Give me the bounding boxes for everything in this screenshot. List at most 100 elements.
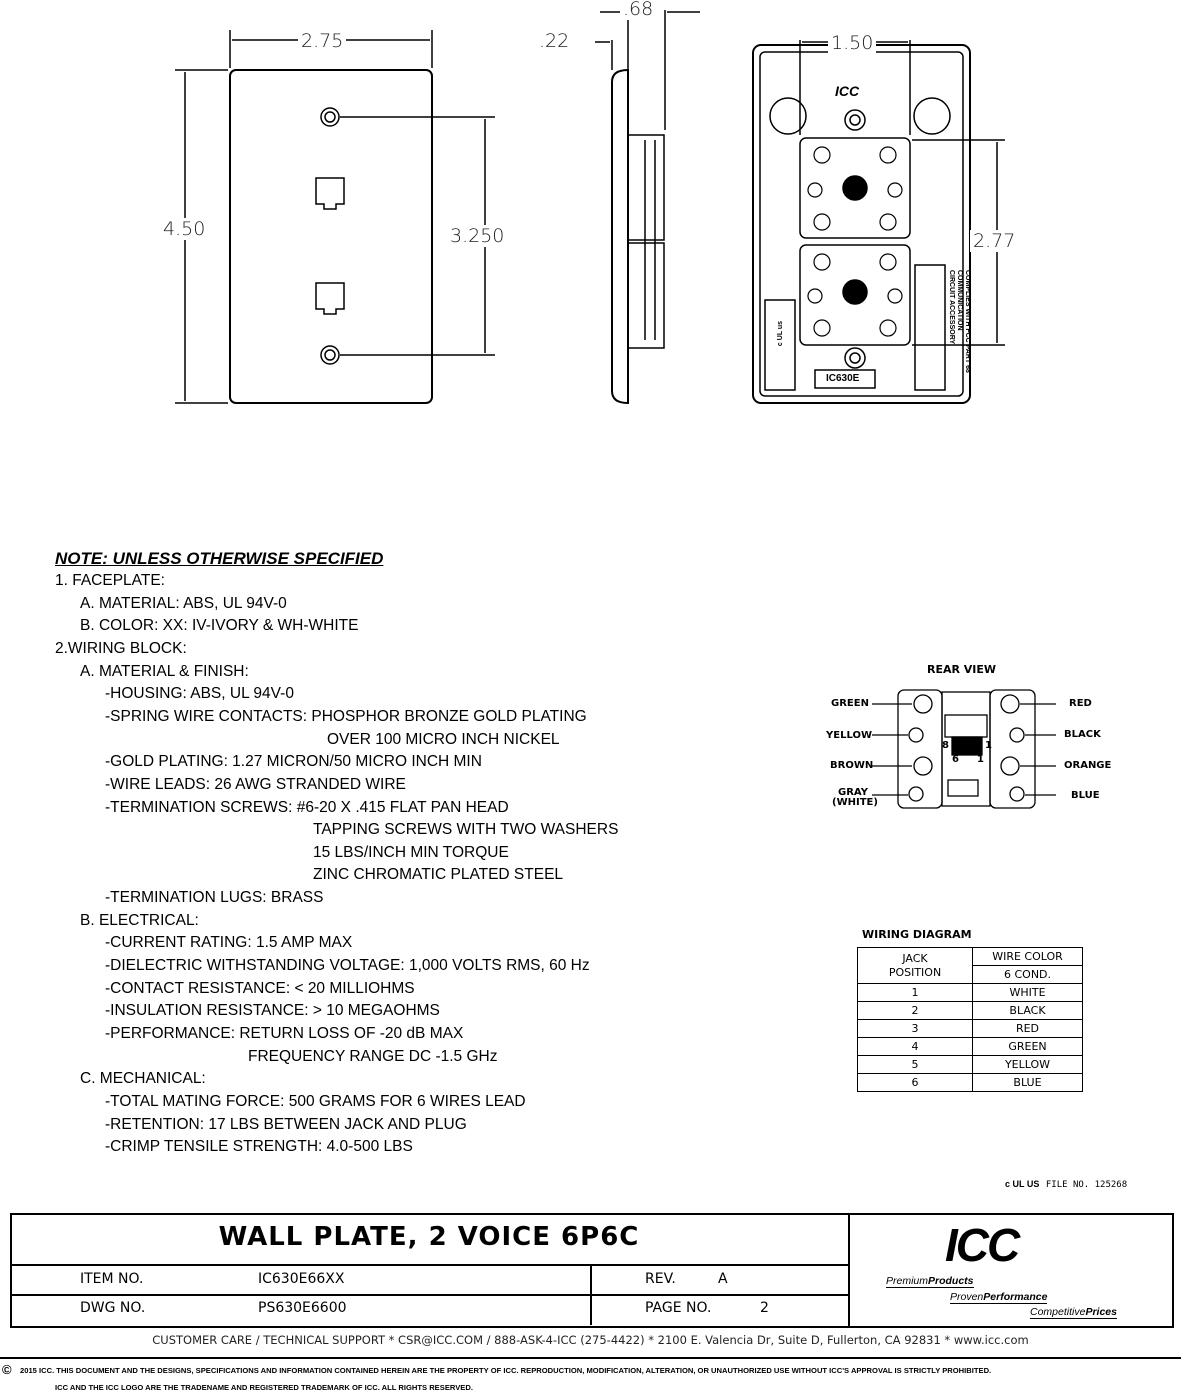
note-line: -SPRING WIRE CONTACTS: PHOSPHOR BRONZE G… bbox=[105, 707, 587, 725]
dim-rear-width: 1.50 bbox=[828, 32, 877, 54]
icc-logo: ICC bbox=[945, 1219, 1020, 1271]
note-line: -CURRENT RATING: 1.5 AMP MAX bbox=[105, 934, 353, 952]
page-no-label: PAGE NO. bbox=[645, 1300, 712, 1316]
note-line: C. MECHANICAL: bbox=[80, 1070, 206, 1088]
wire-color-cell: BLUE bbox=[972, 1073, 1083, 1092]
rev-value: A bbox=[718, 1271, 728, 1287]
note-line: -INSULATION RESISTANCE: > 10 MEGAOHMS bbox=[105, 1002, 440, 1020]
notes-title: NOTE: UNLESS OTHERWISE SPECIFIED bbox=[55, 549, 384, 568]
wire-color-cell: GREEN bbox=[972, 1037, 1083, 1056]
document-title: WALL PLATE, 2 VOICE 6P6C bbox=[218, 1222, 640, 1252]
header-text: POSITION bbox=[888, 965, 942, 979]
pin-label: 8 bbox=[942, 740, 949, 751]
dim-thickness: .22 bbox=[536, 30, 573, 52]
dim-depth: .68 bbox=[620, 0, 657, 20]
wire-color-cell: WHITE bbox=[972, 983, 1083, 1002]
wire-label-black: BLACK bbox=[1064, 729, 1101, 740]
wire-label-green: GREEN bbox=[831, 698, 869, 709]
title-block bbox=[10, 1213, 1174, 1328]
slogan-bold: Prices bbox=[1085, 1306, 1117, 1318]
note-line: B. ELECTRICAL: bbox=[80, 911, 199, 929]
slogan-light: Competitive bbox=[1030, 1306, 1086, 1318]
wire-label-red: RED bbox=[1069, 698, 1092, 709]
fcc-line: COMPLIES WITH FCC PART 68 bbox=[964, 270, 971, 373]
jack-position-cell: 2 bbox=[857, 1001, 973, 1020]
note-line: -WIRE LEADS: 26 AWG STRANDED WIRE bbox=[105, 775, 406, 793]
note-line: -TERMINATION LUGS: BRASS bbox=[105, 889, 324, 907]
item-no-label: ITEM NO. bbox=[80, 1271, 144, 1287]
item-no-value: IC630E66XX bbox=[258, 1271, 345, 1287]
rear-view-schematic bbox=[872, 689, 1056, 809]
note-line: -TERMINATION SCREWS: #6-20 X .415 FLAT P… bbox=[105, 798, 509, 816]
note-line: -CRIMP TENSILE STRENGTH: 4.0-500 LBS bbox=[105, 1138, 413, 1156]
note-line: -PERFORMANCE: RETURN LOSS OF -20 dB MAX bbox=[105, 1025, 464, 1042]
note-line: -DIELECTRIC WITHSTANDING VOLTAGE: 1,000 … bbox=[105, 957, 590, 975]
pin-label: 1 bbox=[977, 754, 984, 765]
note-line: FREQUENCY RANGE DC -1.5 GHz bbox=[248, 1047, 498, 1065]
wire-label-blue: BLUE bbox=[1071, 790, 1100, 801]
copyright-icon: © bbox=[2, 1362, 12, 1377]
note-line: -GOLD PLATING: 1.27 MICRON/50 MICRO INCH… bbox=[105, 753, 482, 771]
wire-color-cell: BLACK bbox=[972, 1001, 1083, 1020]
mechanical-drawings bbox=[175, 10, 1005, 405]
rear-view-drawing bbox=[752, 40, 1005, 404]
slogan-3: CompetitivePrices bbox=[1030, 1306, 1117, 1319]
wiring-diagram-title: WIRING DIAGRAM bbox=[862, 928, 972, 941]
rear-view-title: REAR VIEW bbox=[927, 663, 997, 676]
rear-ul-mark: c UL us bbox=[777, 320, 785, 347]
wire-label-gray: GRAY bbox=[838, 787, 868, 798]
fcc-line: COMMUNICATION bbox=[956, 270, 963, 331]
wire-label-yellow: YELLOW bbox=[826, 730, 872, 741]
note-line: TAPPING SCREWS WITH TWO WASHERS bbox=[313, 821, 619, 839]
dim-screw-spacing: 3.250 bbox=[447, 225, 508, 247]
note-line: -HOUSING: ABS, UL 94V-0 bbox=[105, 685, 294, 703]
note-line: B. COLOR: XX: IV-IVORY & WH-WHITE bbox=[80, 617, 359, 635]
header-wire-color: WIRE COLOR bbox=[972, 947, 1083, 966]
ul-file-number: FILE NO. 125268 bbox=[1045, 1180, 1128, 1190]
dwg-no-label: DWG NO. bbox=[80, 1300, 146, 1316]
jack-position-cell: 4 bbox=[857, 1037, 973, 1056]
dwg-no-value: PS630E6600 bbox=[258, 1300, 347, 1316]
rev-label: REV. bbox=[645, 1271, 676, 1287]
slogan-light: Premium bbox=[886, 1275, 929, 1287]
jack-position-cell: 5 bbox=[857, 1055, 973, 1074]
pin-label: 6 bbox=[952, 754, 959, 765]
front-view bbox=[175, 30, 495, 404]
jack-position-cell: 1 bbox=[857, 983, 973, 1002]
pin-label: 1 bbox=[985, 740, 992, 751]
note-line: -CONTACT RESISTANCE: < 20 MILLIOHMS bbox=[105, 979, 415, 997]
jack-position-cell: 3 bbox=[857, 1019, 973, 1038]
side-view bbox=[595, 10, 700, 405]
note-line: 2.WIRING BLOCK: bbox=[55, 639, 187, 657]
copyright-line-1: 2015 ICC. THIS DOCUMENT AND THE DESIGNS,… bbox=[20, 1366, 992, 1375]
wire-color-cell: RED bbox=[972, 1019, 1083, 1038]
note-line: -RETENTION: 17 LBS BETWEEN JACK AND PLUG bbox=[105, 1115, 467, 1133]
contact-line: CUSTOMER CARE / TECHNICAL SUPPORT * CSR@… bbox=[152, 1333, 1029, 1347]
ul-logo: c UL US bbox=[1005, 1179, 1040, 1189]
wire-color-cell: YELLOW bbox=[972, 1055, 1083, 1074]
copyright-line-2: ICC AND THE ICC LOGO ARE THE TRADENAME A… bbox=[55, 1383, 473, 1392]
note-line: 15 LBS/INCH MIN TORQUE bbox=[313, 843, 509, 861]
note-line: OVER 100 MICRO INCH NICKEL bbox=[327, 730, 560, 748]
note-line: 1. FACEPLATE: bbox=[55, 572, 165, 589]
ul-mark: c UL US FILE NO. 125268 bbox=[1005, 1179, 1127, 1190]
header-cond: 6 COND. bbox=[972, 965, 1083, 984]
note-line: A. MATERIAL & FINISH: bbox=[80, 662, 249, 680]
dim-rear-height: 2.77 bbox=[970, 230, 1019, 252]
note-line: ZINC CHROMATIC PLATED STEEL bbox=[313, 866, 564, 884]
slogan-bold: Products bbox=[928, 1275, 974, 1287]
slogan-light: Proven bbox=[950, 1291, 984, 1303]
slogan-2: ProvenPerformance bbox=[950, 1291, 1048, 1304]
fcc-label: COMPLIES WITH FCC PART 68 COMMUNICATION … bbox=[947, 270, 971, 373]
dim-plate-height: 4.50 bbox=[160, 218, 209, 240]
note-line: -TOTAL MATING FORCE: 500 GRAMS FOR 6 WIR… bbox=[105, 1092, 526, 1110]
